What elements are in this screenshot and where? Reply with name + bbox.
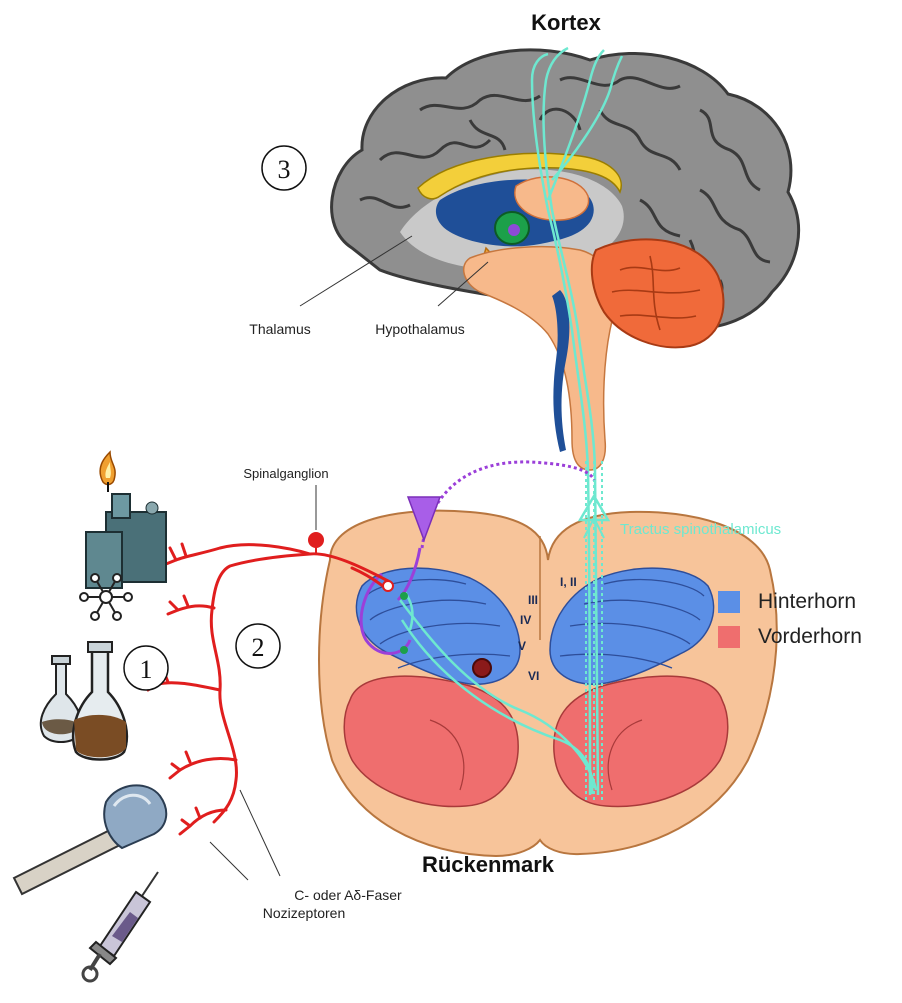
label-spinalganglion: Spinalganglion — [243, 466, 328, 481]
lamina-label-5: VI — [528, 669, 539, 683]
lamina-label-4: V — [518, 639, 526, 653]
legend-label-hinterhorn: Hinterhorn — [758, 590, 856, 614]
lamina-label-1: I, II — [560, 575, 577, 589]
label-faser: C- oder Aδ-Faser — [294, 887, 402, 903]
synapse-3 — [400, 646, 408, 654]
synapse-2 — [400, 592, 408, 600]
brainstem — [464, 247, 614, 470]
marker-1: 1 — [124, 646, 168, 690]
chemical-flasks-icon — [41, 642, 127, 760]
spinal-cord — [319, 511, 777, 856]
marker-3: 3 — [262, 146, 306, 190]
label-thalamus: Thalamus — [249, 321, 310, 337]
marker-3-label: 3 — [278, 155, 291, 184]
legend-label-vorderhorn: Vorderhorn — [758, 625, 862, 649]
candle-fire-icon — [86, 452, 166, 588]
syringe-icon — [83, 872, 158, 981]
nucleus-core — [508, 224, 520, 236]
marker-2-label: 2 — [252, 633, 265, 662]
legend-item-vorderhorn: Vorderhorn — [718, 625, 862, 649]
legend-swatch-vorderhorn — [718, 626, 740, 648]
hammer-icon — [14, 785, 166, 894]
spinal-ganglion-dot — [308, 532, 324, 548]
lamina-label-3: IV — [520, 613, 531, 627]
lamina-label-2: III — [528, 593, 538, 607]
label-tractus-spinothalamicus: Tractus spinothalamicus — [620, 521, 781, 538]
label-hypothalamus: Hypothalamus — [375, 321, 465, 337]
legend-swatch-hinterhorn — [718, 591, 740, 613]
marker-1-label: 1 — [140, 655, 153, 684]
brain — [332, 50, 799, 470]
label-kortex: Kortex — [531, 10, 601, 35]
label-nozizeptoren: Nozizeptoren — [263, 905, 346, 921]
synapse-1 — [383, 581, 393, 591]
label-rueckenmark: Rückenmark — [422, 852, 555, 877]
legend-item-hinterhorn: Hinterhorn — [718, 590, 856, 614]
marker-2: 2 — [236, 624, 280, 668]
central-canal — [473, 659, 491, 677]
